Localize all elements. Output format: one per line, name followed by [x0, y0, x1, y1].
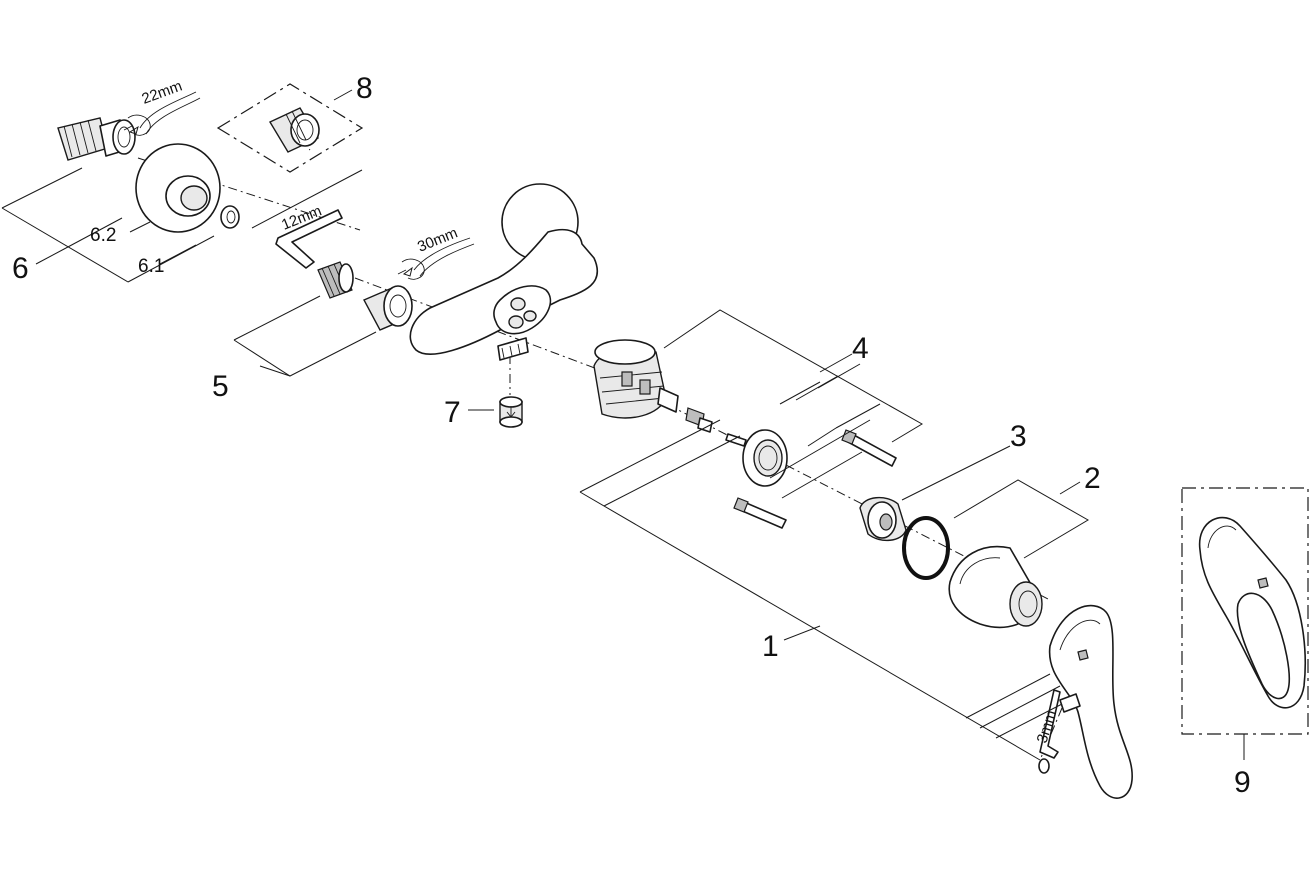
extension-part-8 [216, 83, 364, 173]
callout-numbers: 6 6.2 6.1 8 5 7 4 3 2 1 9 [12, 72, 1251, 799]
cartridge-part-4 [593, 339, 897, 529]
adapter-part-3 [859, 497, 907, 541]
wrench-22mm-icon: 22mm [123, 78, 201, 136]
callout-6-1: 6.1 [138, 256, 164, 277]
hex-key-12mm-icon: 12mm [275, 202, 343, 269]
callout-3: 3 [1010, 420, 1027, 453]
sleeve-part-2 [948, 545, 1043, 629]
o-ring-part [902, 516, 950, 580]
assembly-axes [137, 139, 1063, 761]
callout-1: 1 [762, 630, 779, 663]
eccentric-connector-part [57, 117, 136, 161]
leader-lines [1, 89, 1245, 761]
callout-2: 2 [1084, 462, 1101, 495]
union-connector-part-5 [317, 261, 413, 331]
hex-key-3mm-icon: 3mm [1034, 689, 1061, 759]
wrench-30mm-icon: 30mm [397, 224, 475, 280]
callout-8: 8 [356, 72, 373, 105]
callout-5: 5 [212, 370, 229, 403]
callout-9: 9 [1234, 766, 1251, 799]
hex-key-3mm-label: 3mm [1034, 708, 1060, 745]
lever-handle-part-1 [1038, 604, 1133, 799]
callout-6-2: 6.2 [90, 225, 116, 246]
aerator-part-7 [499, 396, 523, 428]
wrench-22mm-label: 22mm [140, 78, 185, 108]
callout-4: 4 [852, 332, 869, 365]
callout-6: 6 [12, 252, 29, 285]
callout-7: 7 [444, 396, 461, 429]
washer-6-1-part [220, 205, 240, 229]
mixer-body-part [409, 183, 599, 361]
rosette-6-2-part [135, 143, 221, 233]
spare-lever-part-9 [1181, 487, 1309, 735]
